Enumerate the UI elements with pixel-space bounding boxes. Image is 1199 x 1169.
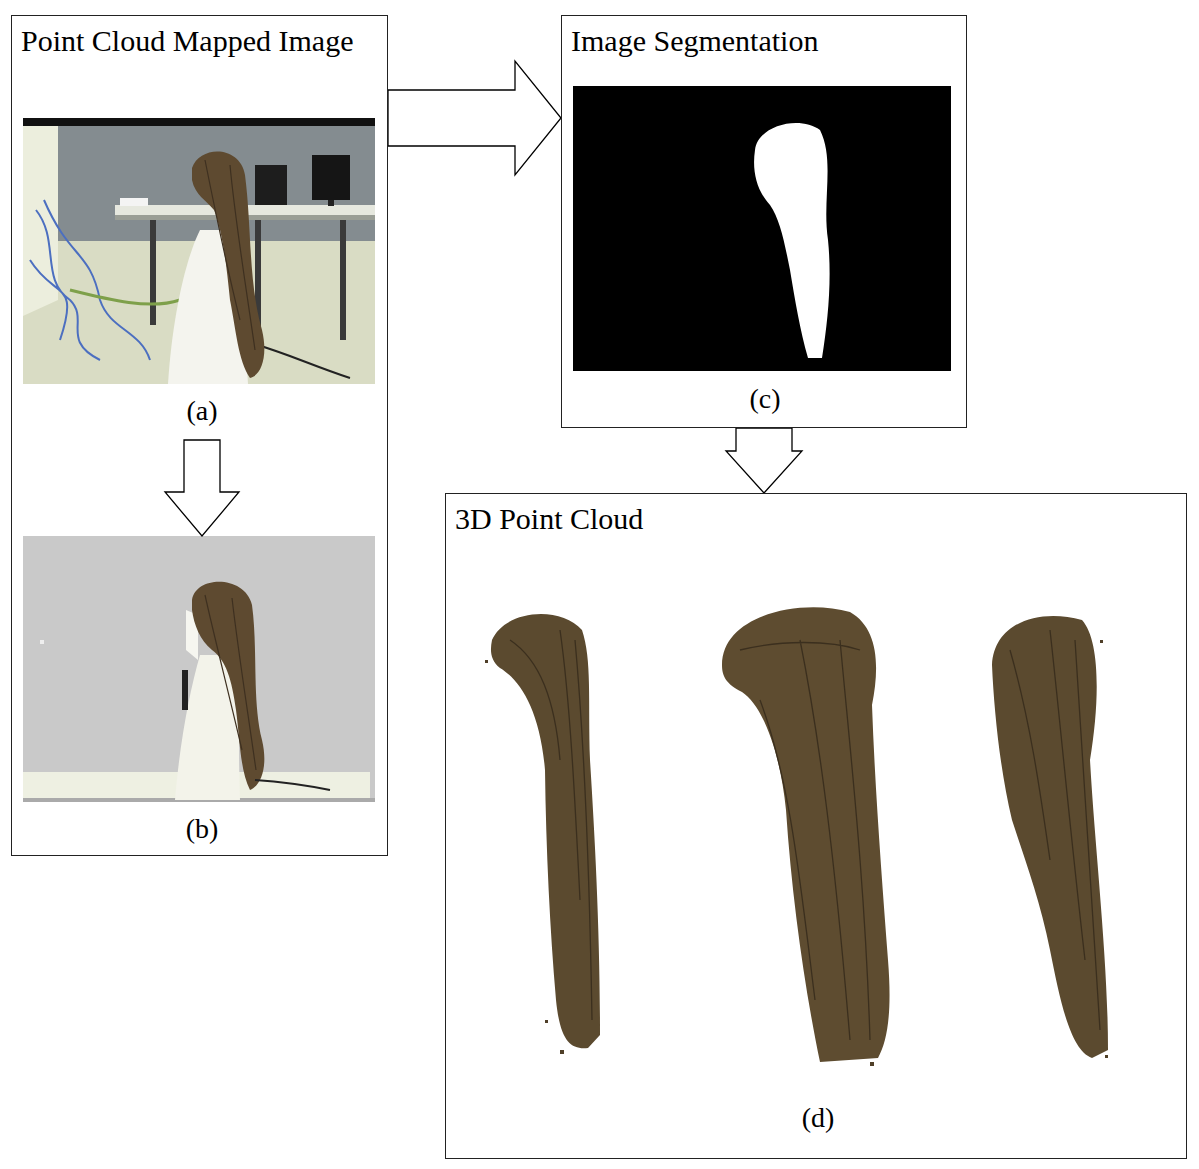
block-arrow (388, 61, 561, 175)
panel-title: Point Cloud Mapped Image (21, 24, 371, 57)
panel-caption: (a) (23, 394, 381, 428)
panel-box: Image Segmentation (c) (561, 15, 967, 428)
panel-caption: (b) (23, 812, 381, 846)
image-panel: (b) (23, 536, 381, 846)
image-panel: (c) (573, 86, 957, 416)
panel-box: Point Cloud Mapped Image (a) (b) (11, 15, 388, 856)
segmentation-mask (573, 86, 951, 371)
block-arrow (726, 428, 802, 493)
image-panel: (a) (23, 118, 381, 428)
panel-title: Image Segmentation (571, 24, 961, 57)
panel-title: 3D Point Cloud (455, 502, 1155, 535)
image-panel: (d) (480, 590, 1156, 1135)
office-photo (23, 118, 375, 384)
panel-caption: (c) (573, 382, 957, 416)
panel-box: 3D Point Cloud (d) (445, 493, 1187, 1159)
mapped-photo (23, 536, 375, 802)
point-cloud-views (485, 607, 1108, 1066)
panel-caption: (d) (480, 1101, 1156, 1135)
block-arrow (165, 440, 239, 536)
